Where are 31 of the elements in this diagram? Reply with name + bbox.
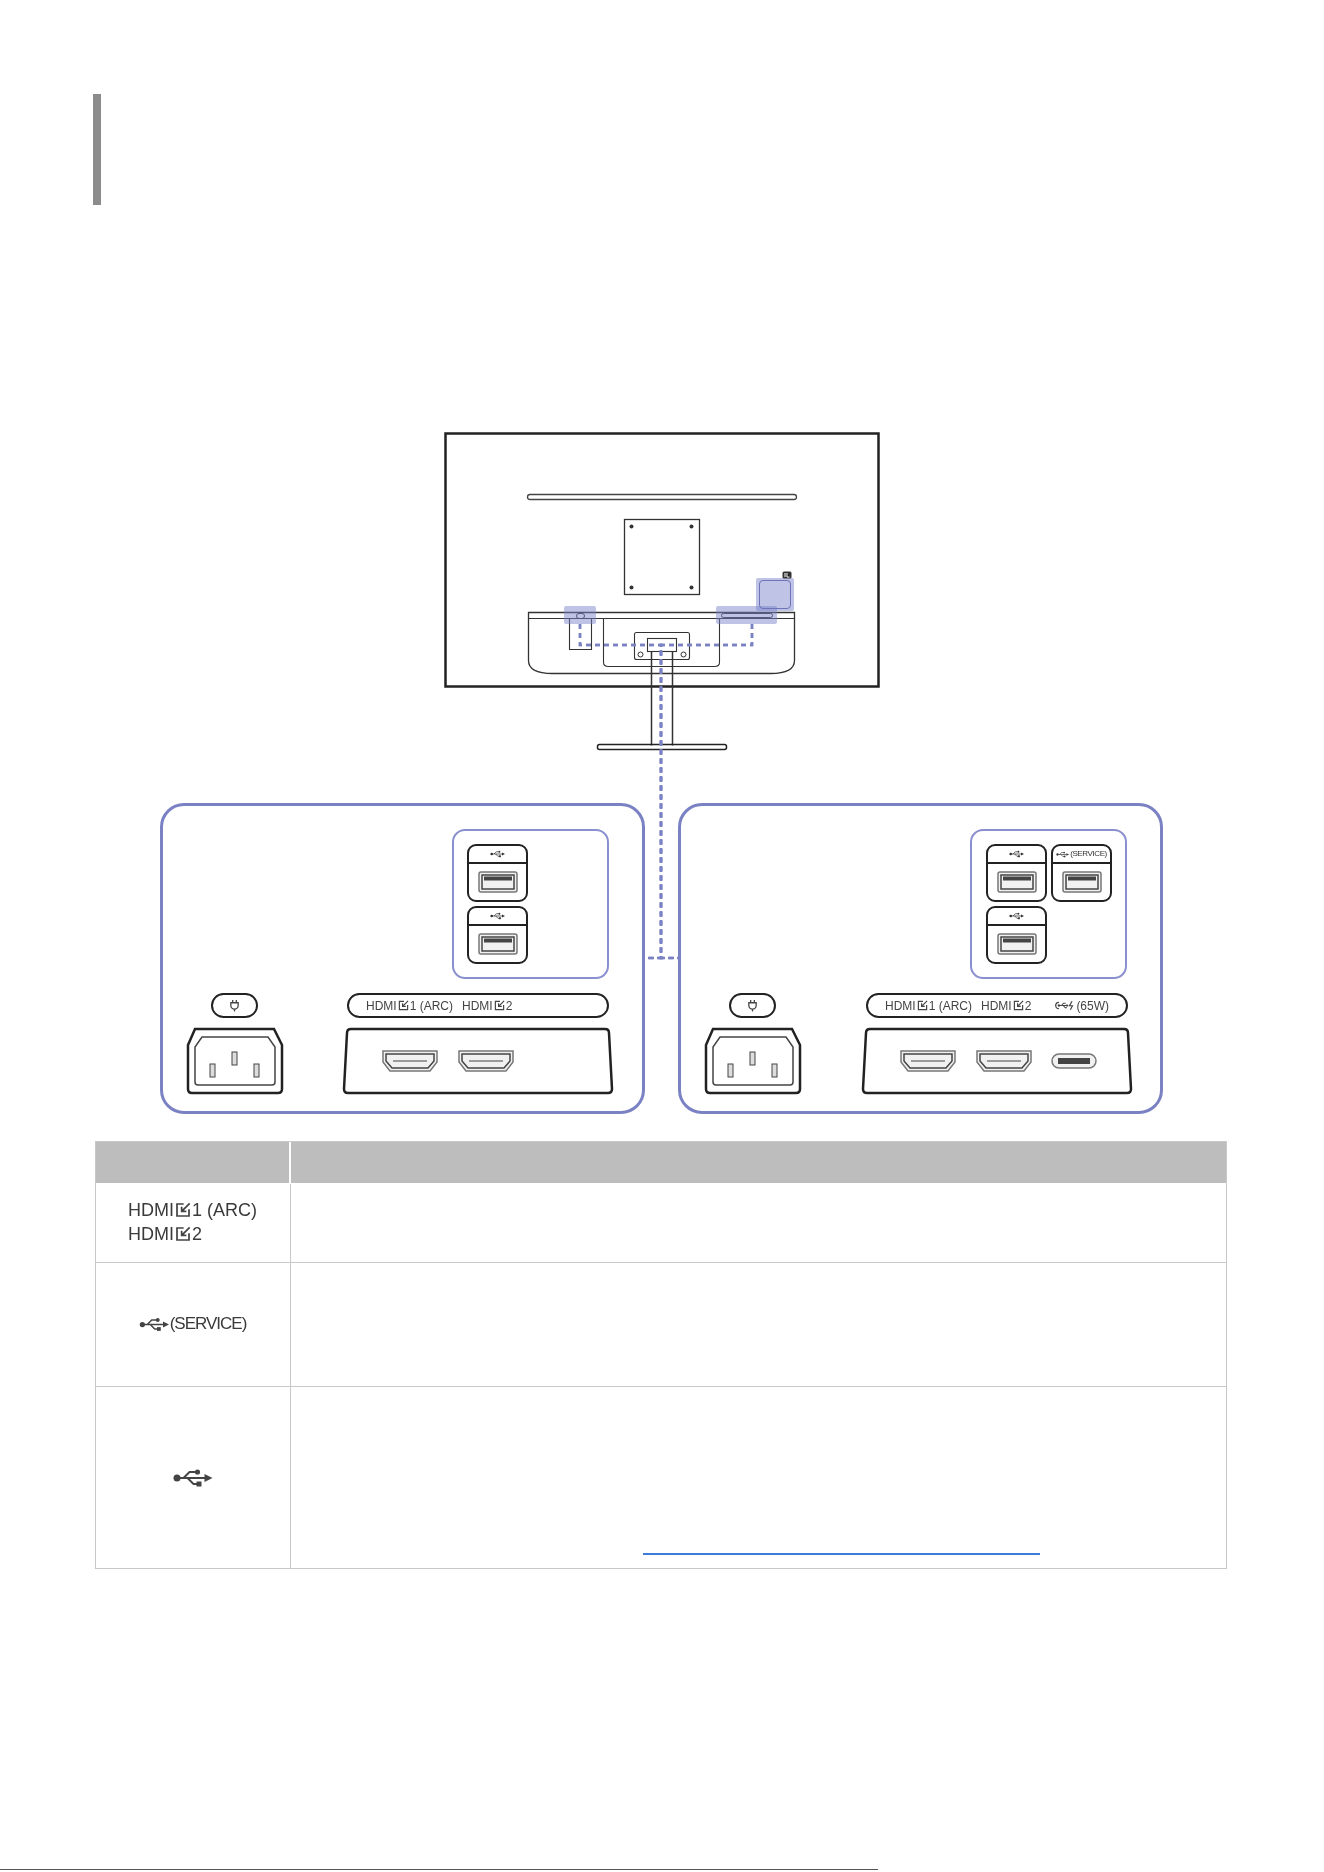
port-label: 2: [1024, 998, 1032, 1013]
port-label-bar: [866, 993, 1128, 1018]
connector-panel: [678, 803, 1163, 1114]
port-label: 2: [192, 1223, 202, 1245]
port-label: 1 (ARC): [192, 1199, 257, 1221]
power-label: [211, 993, 258, 1018]
port-label: 1 (ARC): [928, 998, 972, 1013]
usb-port-tile: [467, 906, 528, 964]
highlight-area: [564, 606, 596, 624]
usb-port-tile: [467, 844, 528, 902]
usb-port-tile: [986, 906, 1047, 964]
highlight-area: [756, 578, 794, 611]
port-label: (SERVICE): [1070, 849, 1107, 859]
port-label: HDMI: [128, 1199, 174, 1221]
usb-port-group: [970, 829, 1127, 979]
power-label: [729, 993, 776, 1018]
port-label-bar: [347, 993, 609, 1018]
usb-port-group: [452, 829, 609, 979]
port-label: 1 (ARC): [409, 998, 453, 1013]
usb-port-tile: [986, 844, 1047, 902]
port-label: 2: [505, 998, 513, 1013]
port-label: HDMI: [366, 998, 397, 1013]
port-label: HDMI: [885, 998, 916, 1013]
usb-port-tile: [1051, 844, 1112, 902]
port-label: HDMI: [462, 998, 493, 1013]
port-label: (65W): [1076, 998, 1110, 1013]
port-label: HDMI: [981, 998, 1012, 1013]
port-label: HDMI: [128, 1223, 174, 1245]
connector-panel: [160, 803, 645, 1114]
highlight-area: [716, 606, 777, 624]
port-label: (SERVICE): [169, 1314, 247, 1334]
